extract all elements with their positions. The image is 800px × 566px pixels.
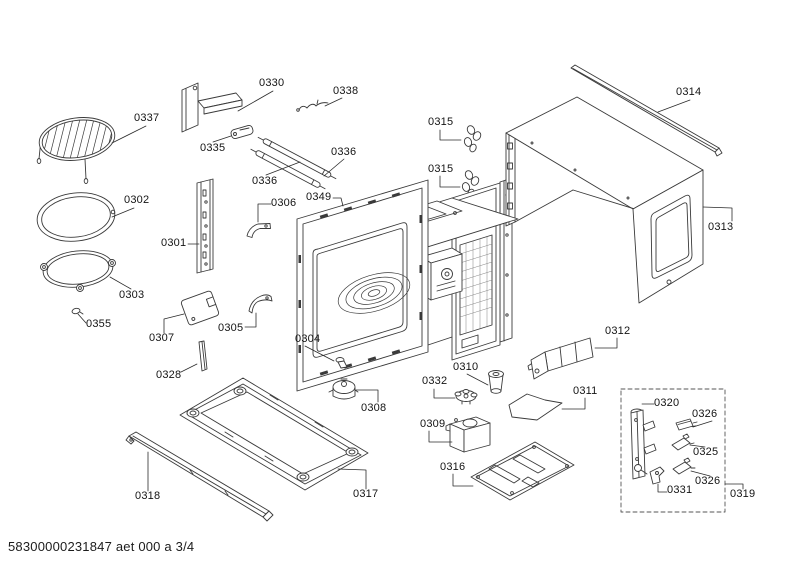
callout-0306: 0306 xyxy=(271,197,297,209)
part-0309-bracket-box xyxy=(445,416,491,453)
callout-0305: 0305 xyxy=(218,322,244,334)
callout-0307: 0307 xyxy=(149,332,175,344)
callout-0317: 0317 xyxy=(353,488,379,500)
callout-0315-a: 0315 xyxy=(428,116,454,128)
part-0336-heater-tube-lower xyxy=(250,148,326,190)
group-0319-latch-kit xyxy=(620,388,726,513)
part-0316-base-plate xyxy=(470,441,575,501)
callout-0338: 0338 xyxy=(333,85,359,97)
part-0332-coupler xyxy=(454,389,478,405)
part-0302-seal-ring xyxy=(36,192,116,242)
callout-leader-lines xyxy=(77,90,744,493)
callout-0355: 0355 xyxy=(86,318,112,330)
callout-0330: 0330 xyxy=(259,77,285,89)
part-0315-clip-upper xyxy=(463,125,482,153)
part-0317-base-frame xyxy=(179,377,369,491)
callout-0315-b: 0315 xyxy=(428,163,454,175)
callout-0320: 0320 xyxy=(654,397,680,409)
callout-0336-a: 0336 xyxy=(331,146,357,158)
callout-0316: 0316 xyxy=(440,461,466,473)
callout-0309: 0309 xyxy=(420,418,446,430)
callout-0328: 0328 xyxy=(156,369,182,381)
callout-0301: 0301 xyxy=(161,237,187,249)
callout-0308: 0308 xyxy=(361,402,387,414)
part-0338-wire-clip xyxy=(296,99,329,112)
part-0335-plate xyxy=(230,125,254,139)
callout-0349: 0349 xyxy=(306,191,332,203)
callout-0326-b: 0326 xyxy=(695,475,721,487)
callout-0303: 0303 xyxy=(119,289,145,301)
part-0318-trim-rail xyxy=(125,431,274,522)
callout-0337: 0337 xyxy=(134,112,160,124)
part-0304-clip xyxy=(335,357,348,369)
part-0312-folded-bracket xyxy=(527,337,594,380)
callout-0325: 0325 xyxy=(693,446,719,458)
callout-0311: 0311 xyxy=(573,385,598,397)
part-0325-microswitch xyxy=(671,433,695,451)
callout-0318: 0318 xyxy=(135,490,161,502)
callout-0312: 0312 xyxy=(605,325,631,337)
part-0328-strip xyxy=(198,340,208,372)
part-0307-cover-plate xyxy=(180,290,220,326)
part-0308-turntable-motor xyxy=(328,378,359,400)
part-0301-mounting-rail xyxy=(196,178,214,274)
callout-0304: 0304 xyxy=(295,333,321,345)
part-0330-corner-bracket xyxy=(181,82,243,133)
callout-0313: 0313 xyxy=(708,221,734,233)
callout-0332: 0332 xyxy=(422,375,448,387)
document-code: 58300000231847 aet 000 a 3/4 xyxy=(8,539,195,554)
callout-0302: 0302 xyxy=(124,194,150,206)
part-0320-door-latch xyxy=(630,408,657,480)
part-0337-grill-rack xyxy=(36,115,116,184)
part-0305-bracket xyxy=(248,294,273,314)
callout-0336-b: 0336 xyxy=(252,175,278,187)
part-0326-microswitch-b xyxy=(672,457,696,475)
callout-0335: 0335 xyxy=(200,142,226,154)
part-0310-shaft xyxy=(488,370,504,394)
part-0336-heater-tube-upper xyxy=(257,136,337,180)
part-0314-trim-strip xyxy=(570,64,723,157)
part-cavity-assembly xyxy=(296,179,519,392)
callout-0310: 0310 xyxy=(453,361,479,373)
callout-0331: 0331 xyxy=(667,484,693,496)
part-0355-bushing xyxy=(71,307,84,315)
callout-0326-a: 0326 xyxy=(692,408,718,420)
part-0326-microswitch-a xyxy=(675,418,698,431)
part-0306-bracket xyxy=(246,223,271,238)
callout-0319: 0319 xyxy=(730,488,756,500)
part-0311-mica-sheet xyxy=(508,393,563,421)
callout-0314: 0314 xyxy=(676,86,702,98)
part-0313-outer-case xyxy=(505,96,704,304)
part-0331-bracket xyxy=(649,466,665,485)
part-0303-roller-ring xyxy=(40,250,116,292)
